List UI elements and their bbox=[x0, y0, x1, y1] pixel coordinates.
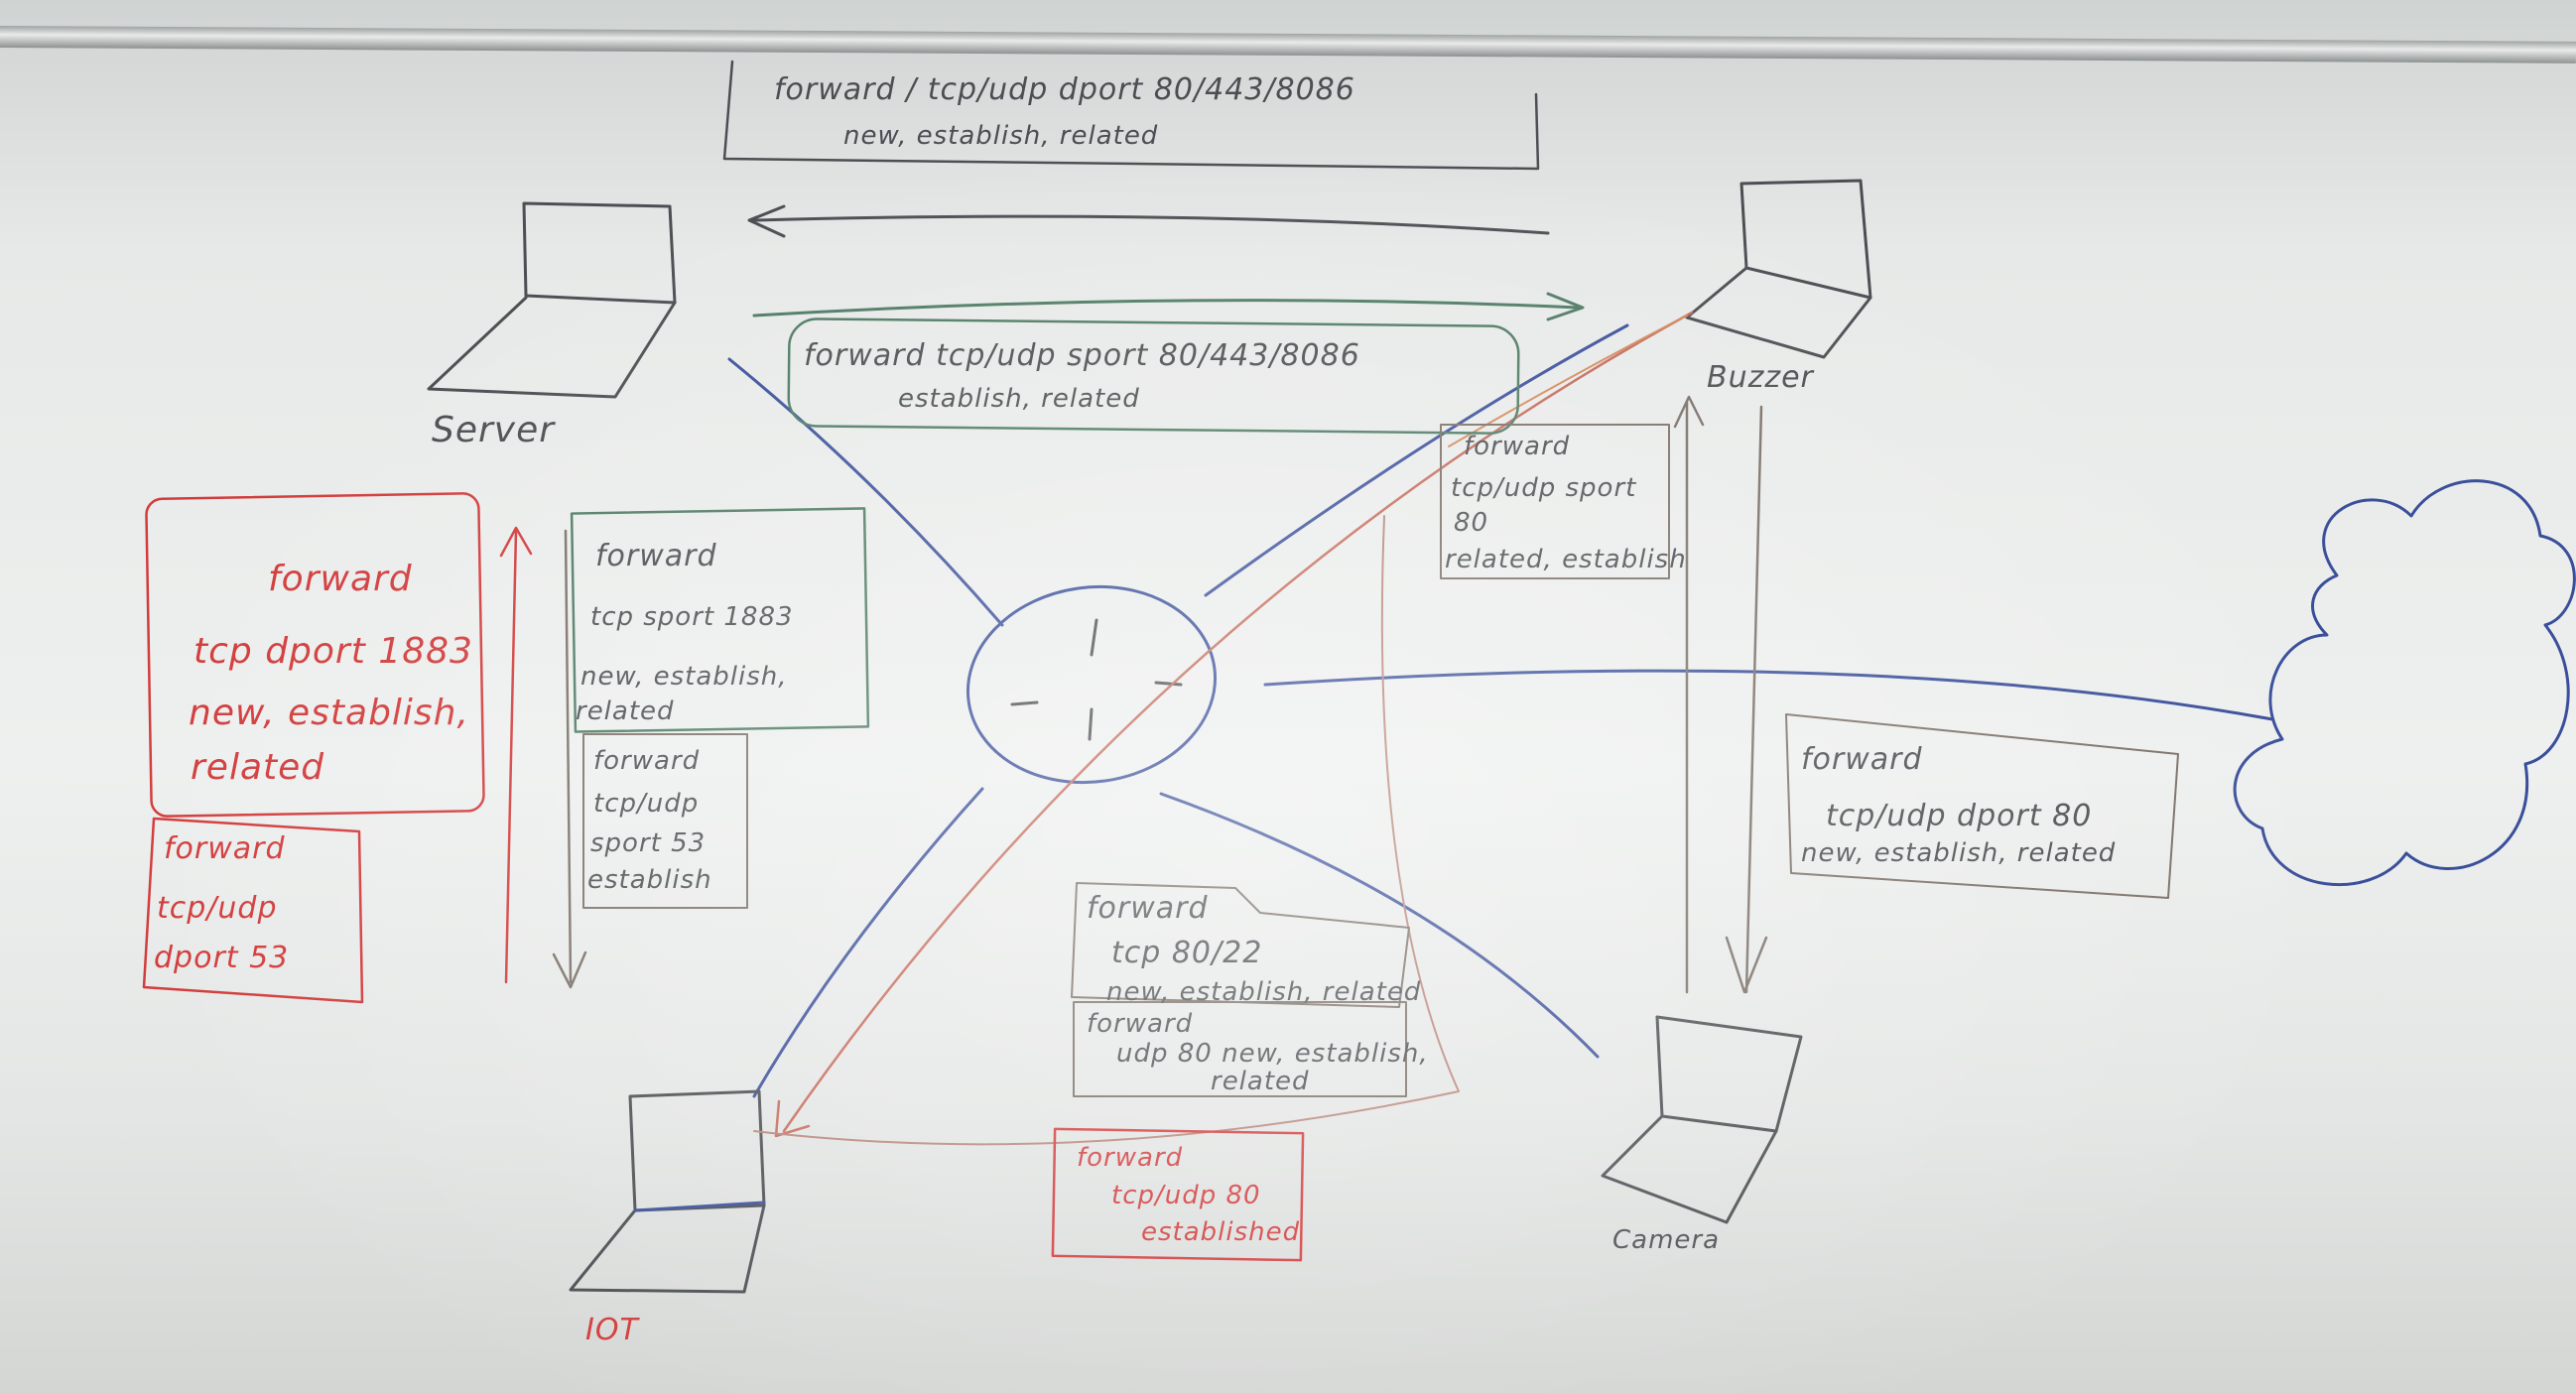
rule-top-line-2: new, establish, related bbox=[843, 121, 1158, 151]
rule-center-tcp-line-2: tcp 80/22 bbox=[1111, 936, 1262, 970]
rule-buzzer-router-line-3: 80 bbox=[1454, 508, 1488, 538]
rule-left-dns-line-1: forward bbox=[164, 831, 286, 866]
rule-left-mqtt-line-4: related bbox=[191, 747, 324, 788]
rule-mid-mqtt-line-3: new, establish, bbox=[580, 662, 788, 692]
rule-mid-mqtt-line-1: forward bbox=[595, 539, 717, 573]
link-router-camera bbox=[1159, 792, 1600, 1059]
rule-box-server-buzzer bbox=[787, 317, 1520, 435]
rule-buzzer-router-line-1: forward bbox=[1464, 432, 1570, 461]
rule-mid-dns-line-1: forward bbox=[593, 746, 700, 776]
internet-cloud-icon bbox=[2233, 479, 2576, 887]
arrow-buzzer-to-server bbox=[752, 214, 1550, 235]
rule-box-camera-right bbox=[1785, 713, 2179, 899]
rule-bottom-line-3: established bbox=[1141, 1217, 1300, 1247]
rule-camera-right-line-2: tcp/udp dport 80 bbox=[1826, 799, 2092, 833]
rule-box-mid-dns bbox=[582, 733, 748, 909]
router-icon bbox=[966, 584, 1218, 785]
rule-mid-dns-line-4: establish bbox=[587, 865, 712, 895]
link-router-cloud bbox=[1263, 669, 2274, 721]
rule-mid-mqtt-line-2: tcp sport 1883 bbox=[590, 602, 794, 632]
rule-buzzer-router-line-4: related, establish bbox=[1445, 545, 1687, 574]
rule-box-left-mqtt bbox=[145, 492, 485, 818]
rule-left-mqtt-line-2: tcp dport 1883 bbox=[193, 631, 473, 672]
iot-label: IOT bbox=[585, 1313, 640, 1347]
rule-mid-dns-line-2: tcp/udp bbox=[593, 789, 699, 819]
rule-left-mqtt-line-1: forward bbox=[268, 559, 413, 599]
rule-box-buzzer-router bbox=[1440, 424, 1670, 579]
link-router-buzzer bbox=[1204, 323, 1629, 597]
rule-server-buzzer-line-2: establish, related bbox=[898, 384, 1140, 414]
rule-camera-right-line-3: new, establish, related bbox=[1801, 838, 2116, 868]
arrow-buzzer-to-camera bbox=[1744, 405, 1763, 994]
camera-laptop-icon bbox=[1601, 1015, 1803, 1224]
rule-bottom-line-2: tcp/udp 80 bbox=[1111, 1181, 1261, 1210]
bracket-curve bbox=[753, 515, 1460, 1146]
rule-box-center-tcp bbox=[1071, 882, 1410, 1008]
rule-center-tcp-line-1: forward bbox=[1087, 891, 1209, 926]
arrow-server-to-buzzer bbox=[752, 299, 1580, 317]
buzzer-laptop-icon bbox=[1685, 179, 1872, 359]
server-laptop-icon bbox=[427, 201, 677, 399]
rule-center-udp-line-1: forward bbox=[1087, 1009, 1193, 1039]
arrow-red-vertical bbox=[504, 529, 518, 984]
rule-buzzer-router-line-2: tcp/udp sport bbox=[1451, 473, 1636, 503]
rule-box-top bbox=[722, 60, 1540, 171]
rule-left-mqtt-line-3: new, establish, bbox=[189, 693, 469, 733]
rule-center-tcp-line-3: new, establish, related bbox=[1106, 977, 1421, 1007]
rule-camera-right-line-1: forward bbox=[1801, 742, 1923, 777]
rule-mid-mqtt-line-4: related bbox=[576, 696, 675, 726]
link-router-iot bbox=[752, 787, 984, 1098]
rule-box-center-udp bbox=[1073, 1001, 1407, 1097]
rule-left-dns-line-2: tcp/udp bbox=[157, 891, 278, 926]
rule-box-left-dns bbox=[142, 817, 364, 1004]
buzzer-label: Buzzer bbox=[1707, 360, 1815, 395]
rule-center-udp-line-3: related bbox=[1211, 1067, 1310, 1096]
arrow-iot-to-buzzer bbox=[782, 311, 1694, 1133]
rule-bottom-line-1: forward bbox=[1077, 1143, 1183, 1173]
arrow-gray-vertical bbox=[564, 529, 573, 984]
rule-server-buzzer-line-1: forward tcp/udp sport 80/443/8086 bbox=[804, 338, 1360, 373]
rule-center-udp-line-2: udp 80 new, establish, bbox=[1116, 1039, 1429, 1069]
rule-box-bottom bbox=[1051, 1127, 1305, 1262]
rule-mid-dns-line-3: sport 53 bbox=[590, 828, 706, 858]
iot-laptop-icon bbox=[569, 1089, 766, 1294]
rule-left-dns-line-3: dport 53 bbox=[154, 941, 289, 975]
rule-top-line-1: forward / tcp/udp dport 80/443/8086 bbox=[774, 72, 1355, 107]
link-router-server bbox=[727, 357, 1004, 627]
rule-box-mid-mqtt bbox=[570, 507, 870, 733]
camera-label: Camera bbox=[1612, 1225, 1720, 1255]
server-label: Server bbox=[432, 410, 556, 450]
